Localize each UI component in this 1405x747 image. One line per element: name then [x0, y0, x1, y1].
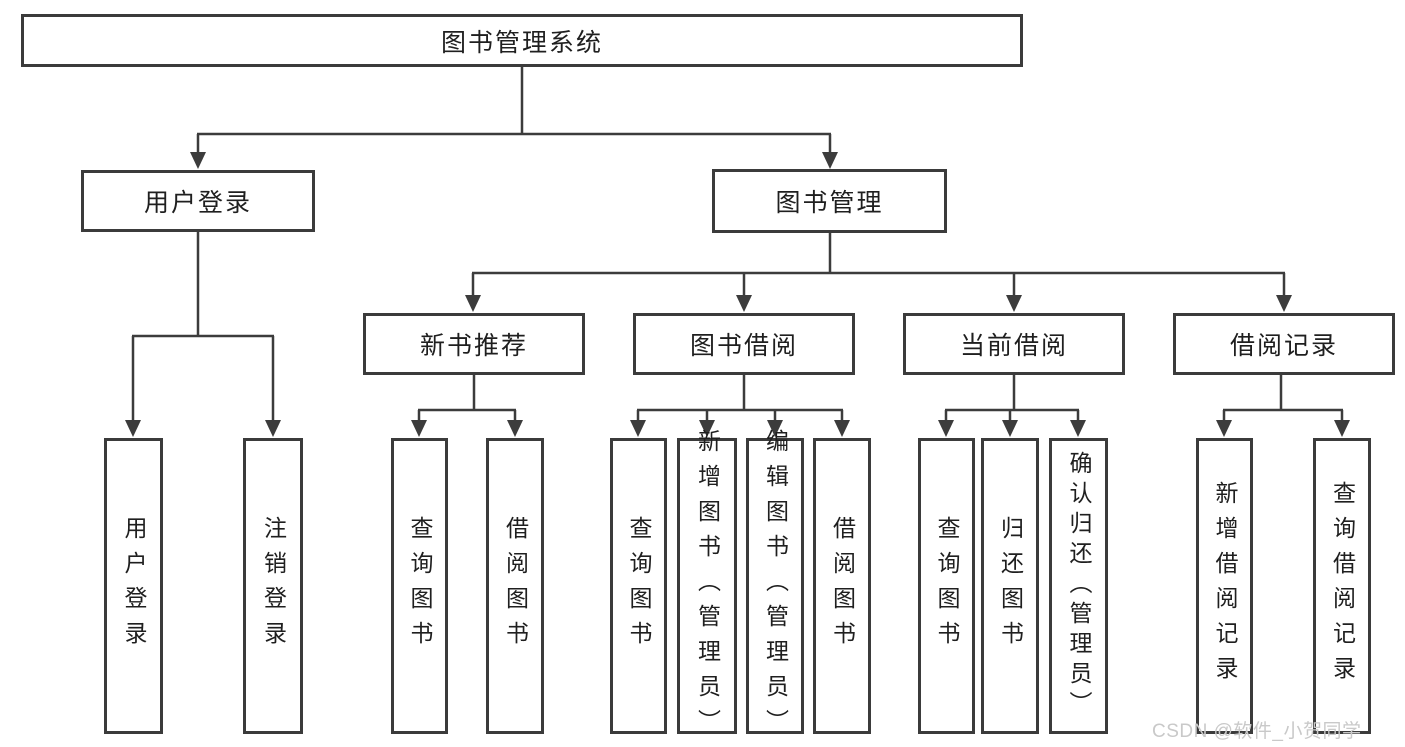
leaf-search-books-3: 查询图书	[918, 438, 975, 734]
arrowhead	[1002, 420, 1018, 437]
leaf-search-books-1: 查询图书	[391, 438, 448, 734]
node-label: 确认归还（管理员）	[1066, 451, 1092, 721]
arrowhead	[1334, 420, 1350, 437]
node-label: 借阅图书	[829, 516, 856, 656]
arrowhead	[1006, 295, 1022, 312]
node-label: 注销登录	[260, 516, 287, 656]
node-label: 借阅图书	[502, 516, 529, 656]
connector-book-borrow	[636, 374, 844, 422]
arrowhead	[767, 420, 783, 437]
node-label: 图书管理	[775, 189, 884, 217]
leaf-search-borrow-record: 查询借阅记录	[1313, 438, 1371, 734]
leaf-borrow-books-2: 借阅图书	[813, 438, 871, 734]
node-label: 新增借阅记录	[1212, 481, 1238, 691]
arrowhead	[736, 295, 752, 312]
leaf-logout: 注销登录	[243, 438, 303, 734]
arrowhead	[822, 152, 838, 169]
node-label: 图书管理系统	[440, 28, 603, 57]
connector-current-borrow	[944, 374, 1080, 422]
arrowhead	[699, 420, 715, 437]
node-label: 当前借阅	[959, 332, 1068, 360]
connector-borrow-records	[1222, 374, 1344, 422]
arrowhead	[1276, 295, 1292, 312]
arrowhead	[265, 420, 281, 437]
node-label: 用户登录	[121, 516, 147, 656]
leaf-search-books-2: 查询图书	[610, 438, 667, 734]
node-user-login-branch: 用户登录	[81, 170, 315, 232]
watermark: CSDN @软件_小贺同学	[1152, 721, 1362, 742]
connector-book-mgmt	[471, 232, 1286, 297]
arrowhead	[125, 420, 141, 437]
leaf-add-book-admin: 新增图书（管理员）	[677, 429, 737, 744]
arrowhead	[465, 295, 481, 312]
leaf-borrow-books-1: 借阅图书	[486, 438, 544, 734]
node-label: 图书借阅	[689, 332, 798, 360]
arrowhead	[938, 420, 954, 437]
node-book-mgmt-branch: 图书管理	[712, 169, 947, 233]
node-label: 归还图书	[997, 516, 1024, 656]
arrowhead	[1070, 420, 1086, 437]
node-label: 查询图书	[934, 516, 960, 656]
node-label: 新增图书（管理员）	[694, 428, 721, 744]
node-borrow-records: 借阅记录	[1173, 313, 1395, 375]
arrowhead	[630, 420, 646, 437]
node-label: 查询借阅记录	[1329, 481, 1356, 691]
leaf-edit-book-admin: 编辑图书（管理员）	[746, 429, 804, 744]
arrowhead	[507, 420, 523, 437]
arrowhead	[411, 420, 427, 437]
leaf-return-book: 归还图书	[981, 438, 1039, 734]
arrowhead	[834, 420, 850, 437]
node-current-borrow: 当前借阅	[903, 313, 1125, 375]
leaf-confirm-return-admin: 确认归还（管理员）	[1049, 438, 1108, 734]
node-root: 图书管理系统	[21, 14, 1023, 67]
connector-new-book	[417, 374, 517, 422]
node-new-book-recommend: 新书推荐	[363, 313, 585, 375]
connector-user-login	[131, 231, 275, 422]
node-label: 用户登录	[143, 189, 252, 217]
node-label: 编辑图书（管理员）	[762, 428, 789, 744]
leaf-add-borrow-record: 新增借阅记录	[1196, 438, 1253, 734]
node-book-borrow: 图书借阅	[633, 313, 855, 375]
node-label: 新书推荐	[419, 332, 528, 360]
node-label: 查询图书	[626, 516, 652, 656]
connector-root	[196, 66, 832, 154]
arrowhead	[190, 152, 206, 169]
node-label: 借阅记录	[1229, 332, 1338, 360]
leaf-user-login: 用户登录	[104, 438, 163, 734]
node-label: 查询图书	[407, 516, 433, 656]
arrowhead	[1216, 420, 1232, 437]
